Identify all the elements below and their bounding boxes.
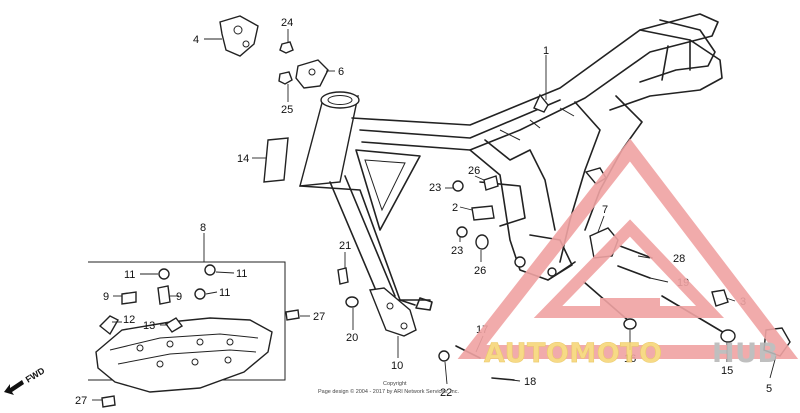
fwd-arrow: FWD [4,365,47,395]
callout-18: 18 [524,376,536,388]
part-11-nut-b [204,264,216,276]
callout-12: 12 [123,314,135,326]
part-26-washer-lower [475,234,489,250]
part-3-collar [711,289,729,307]
watermark-bar [600,298,660,312]
callout-9-a: 9 [103,291,109,303]
callout-10: 10 [391,360,403,372]
callout-1: 1 [543,45,549,57]
callout-23-upper: 23 [429,182,441,194]
part-27-bolt-lower [101,395,116,408]
part-9-collar-right [157,285,171,305]
part-18-bolt [491,377,515,381]
fwd-label: FWD [24,365,47,385]
part-4-bracket [219,15,259,57]
callout-25: 25 [281,104,293,116]
part-23-nut-lower [456,226,468,238]
part-6-plate [295,59,329,89]
callout-26-lower: 26 [474,265,486,277]
callout-11-c: 11 [219,287,230,299]
callout-21: 21 [339,240,351,252]
part-14-tape [263,137,289,183]
automotohub-watermark: AUTOMOTO HUB [457,138,799,369]
head-tube [299,95,359,187]
leader-lines [92,29,777,401]
callout-5: 5 [766,383,772,395]
part-22-nut [438,350,450,362]
callout-27-upper: 27 [313,311,325,323]
part-11-nut-c [194,288,206,300]
callout-11-b: 11 [236,268,247,280]
callout-6: 6 [338,66,344,78]
part-10-bracket [369,287,417,337]
callout-7: 7 [602,204,608,216]
callout-22: 22 [440,387,452,399]
callout-9-b: 9 [176,291,182,303]
callout-26-upper: 26 [468,165,480,177]
callout-20: 20 [346,332,358,344]
part-19-bolt [617,265,651,279]
copyright-line-1: Copyright [383,381,407,387]
callout-14: 14 [237,153,249,165]
part-8-skid-plate-group [88,261,286,393]
part-28-bolt [619,245,653,259]
part-25-nut [278,71,293,85]
arrow-icon [4,380,24,395]
part-12-rubber [98,315,119,336]
part-21-bolt [337,267,349,285]
part-20-collar [345,296,359,308]
callout-24: 24 [281,17,293,29]
callout-23-lower: 23 [451,245,463,257]
callout-13: 13 [143,320,155,332]
part-23-nut-upper [452,180,464,192]
part-2-collar [471,205,495,221]
callout-4: 4 [193,34,199,46]
callout-11-a: 11 [124,269,135,281]
watermark-text-hub: HUB [712,338,779,369]
part-26-washer-upper [483,175,499,191]
head-tube-top [320,91,360,109]
part-13-rubber [164,317,184,333]
part-9-collar-left [121,291,137,305]
callout-8: 8 [200,222,206,234]
part-27-bolt-upper [285,309,300,321]
callout-28: 28 [673,253,685,265]
watermark-triangle-outer [457,138,799,359]
callout-15: 15 [721,365,733,377]
callout-2: 2 [452,202,458,214]
head-tube-bore [327,95,353,105]
callout-27-lower: 27 [75,395,87,407]
copyright-line-2: Page design © 2004 - 2017 by ARI Network… [318,388,459,395]
watermark-text-automoto: AUTOMOTO [484,338,663,369]
part-11-nut-a [158,268,170,280]
part-24-nut [279,41,294,54]
